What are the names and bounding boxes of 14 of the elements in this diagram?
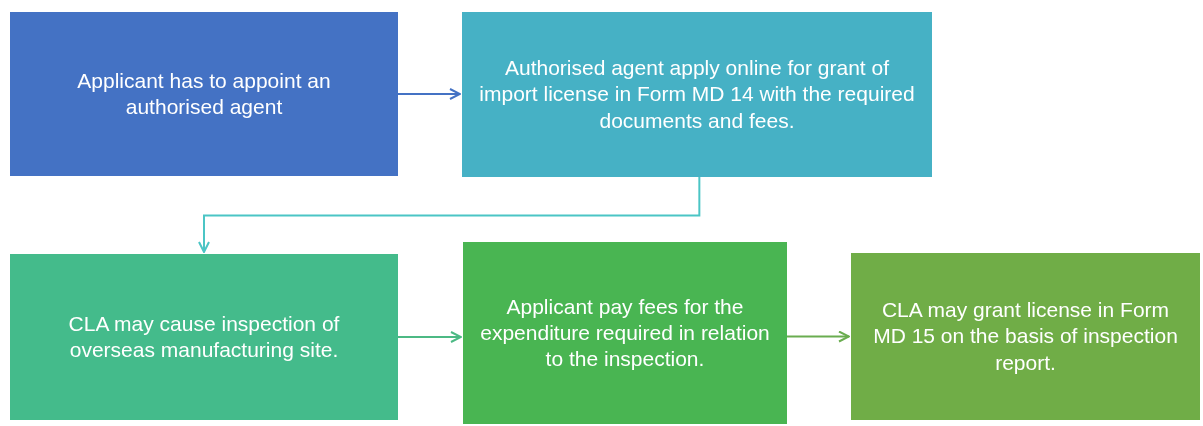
process-box <box>851 253 1200 420</box>
arrow <box>397 331 462 343</box>
process-box <box>10 254 398 420</box>
arrow <box>786 330 850 343</box>
step-text: CLA may cause inspection of overseas manufacturing site. <box>67 310 341 363</box>
arrow <box>397 88 461 100</box>
step-text: CLA may grant license in Form MD 15 on the basis of inspection report. <box>872 297 1179 376</box>
process-box <box>463 242 787 424</box>
arrow <box>198 176 701 253</box>
process-box <box>462 12 932 177</box>
process-box <box>10 12 398 176</box>
step-text: Applicant has to appoint an authorised agent <box>76 67 332 120</box>
step-text: Applicant pay fees for the expenditure required in relation to the inspection. <box>479 293 771 373</box>
step-text: Authorised agent apply online for grant of import license in Form MD 14 with the required documents and fees. <box>478 55 916 134</box>
